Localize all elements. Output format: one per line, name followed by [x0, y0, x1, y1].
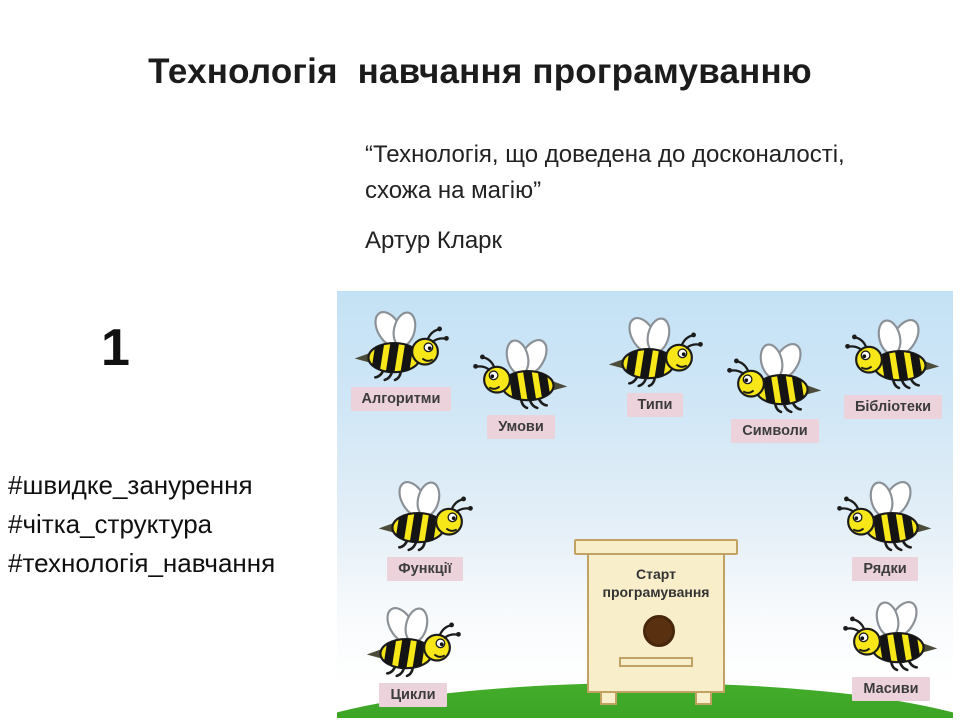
hashtag-item: #чітка_структура: [8, 509, 213, 539]
bee-icon: [473, 335, 569, 414]
quote-text: “Технологія, що доведена до досконалості…: [365, 141, 845, 204]
bee-item-typy: Типи: [599, 313, 711, 417]
hive-title-line2: програмування: [602, 584, 710, 601]
bee-label: Функції: [387, 557, 463, 581]
slide-title: Технологія навчання програмуванню: [148, 52, 812, 91]
bee-label: Масиви: [852, 677, 930, 701]
bee-icon: [843, 597, 939, 676]
beehive: Старт програмування: [574, 539, 738, 711]
bee-item-umovy: Умови: [465, 335, 577, 439]
bee-item-tsykly: Цикли: [357, 603, 469, 707]
bees-illustration: Алгоритми Умови Типи Символи Бібліотеки …: [337, 291, 953, 718]
bee-label: Символи: [731, 419, 819, 443]
bee-item-biblioteky: Бібліотеки: [837, 315, 949, 419]
quote-author: Артур Кларк: [365, 227, 503, 254]
bee-item-algorytmy: Алгоритми: [345, 307, 457, 411]
bee-label: Типи: [626, 393, 684, 417]
bee-item-symvoly: Символи: [719, 339, 831, 443]
hive-title-line1: Старт: [636, 566, 676, 582]
bee-label: Рядки: [852, 557, 918, 581]
bee-label: Умови: [487, 415, 555, 439]
hive-leg-right: [695, 691, 712, 705]
bee-label: Цикли: [379, 683, 447, 707]
hashtag-list: #швидке_занурення #чітка_структура #техн…: [8, 466, 275, 583]
hive-leg-left: [600, 691, 617, 705]
bee-item-funktsii: Функції: [369, 477, 481, 581]
bee-icon: [365, 603, 461, 682]
bee-icon: [845, 315, 941, 394]
step-number: 1: [101, 319, 130, 377]
quote-block: “Технологія, що доведена до досконалості…: [365, 137, 913, 259]
bee-label: Бібліотеки: [843, 395, 943, 419]
hive-body: Старт програмування: [587, 553, 725, 693]
hive-title: Старт програмування: [589, 565, 723, 601]
hive-entrance-hole: [643, 615, 675, 647]
hive-roof: [574, 539, 738, 555]
hashtag-item: #швидке_занурення: [8, 470, 253, 500]
bee-icon: [353, 307, 449, 386]
bee-item-riadky: Рядки: [829, 477, 941, 581]
hive-landing-slot: [619, 657, 693, 667]
hashtag-item: #технологія_навчання: [8, 548, 276, 578]
bee-icon: [837, 477, 933, 556]
bee-icon: [727, 339, 823, 418]
bee-label: Алгоритми: [350, 387, 452, 411]
bee-icon: [377, 477, 473, 556]
bee-icon: [607, 313, 703, 392]
bee-item-masyvy: Масиви: [835, 597, 947, 701]
